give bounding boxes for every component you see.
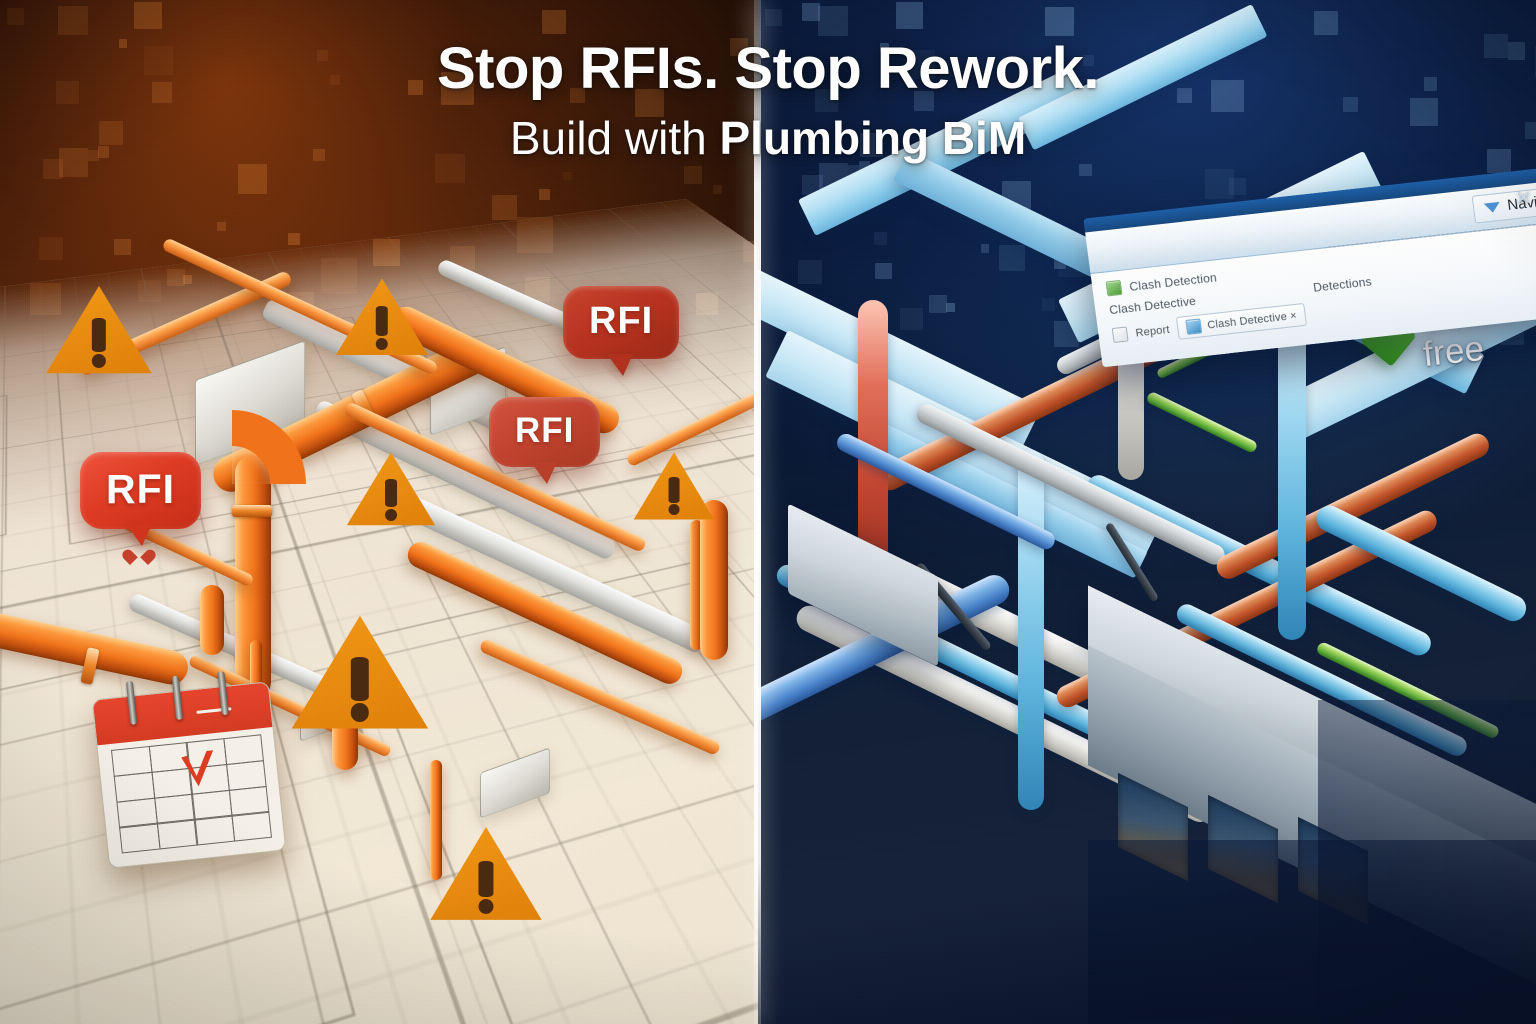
- warning-triangle: [633, 452, 715, 520]
- warning-icon[interactable]: [632, 450, 716, 524]
- toolbar-item-clash-detection[interactable]: Clash Detection: [1128, 269, 1218, 294]
- warning-icon[interactable]: [334, 276, 430, 360]
- document-icon: [1111, 326, 1129, 344]
- warning-icon[interactable]: [428, 824, 544, 926]
- headline-line-1: Stop RFIs. Stop Rework.: [437, 36, 1100, 101]
- exclamation-mark: [668, 476, 680, 515]
- rfi-pin-icon: [130, 551, 148, 567]
- close-icon[interactable]: ×: [1516, 182, 1532, 212]
- warning-triangle: [46, 285, 152, 374]
- ground-shadow: [1318, 700, 1536, 1024]
- warning-triangle: [335, 278, 429, 355]
- headline-sub-light: Build with: [509, 112, 720, 165]
- cyan-pipe: [1018, 450, 1044, 810]
- warning-triangle: [430, 827, 542, 920]
- warning-icon[interactable]: [289, 612, 431, 736]
- rfi-badge-label: RFI: [563, 286, 680, 359]
- exclamation-mark: [375, 306, 389, 351]
- clash-detection-icon: [1105, 279, 1123, 297]
- headline-sub-bold: Plumbing BiM: [719, 112, 1027, 165]
- bim-model: [758, 0, 1536, 1024]
- toolbar-item-clash-detective[interactable]: Clash Detective: [1108, 293, 1197, 318]
- calendar-check-icon: [178, 748, 221, 794]
- clash-detective-chip[interactable]: Clash Detective ×: [1176, 302, 1308, 340]
- calendar-delay-icon[interactable]: [91, 670, 287, 869]
- rfi-badge[interactable]: RFI: [563, 286, 680, 359]
- rfi-badge-label: RFI: [489, 397, 601, 467]
- exclamation-mark: [91, 317, 107, 368]
- exclamation-mark: [385, 478, 397, 521]
- warning-triangle: [346, 452, 436, 526]
- headline-block: Stop RFIs. Stop Rework. Build with Plumb…: [0, 38, 1536, 164]
- rfi-badge-label: RFI: [80, 452, 202, 529]
- orange-pipe: [430, 760, 442, 880]
- chip-icon: [1185, 318, 1203, 335]
- rfi-badge[interactable]: RFI: [489, 397, 601, 467]
- green-pipe: [1145, 390, 1259, 454]
- calendar-body: [91, 681, 287, 869]
- headline-line-2: Build with Plumbing BiM: [0, 113, 1536, 164]
- orange-pipe: [200, 585, 224, 655]
- split-divider: [754, 0, 761, 1024]
- exclamation-mark: [478, 860, 494, 914]
- exclamation-mark: [350, 656, 370, 722]
- warning-icon[interactable]: [44, 283, 154, 379]
- warning-triangle: [291, 615, 429, 729]
- cyan-pipe: [1278, 320, 1306, 640]
- chip-label: Clash Detective ×: [1206, 309, 1298, 332]
- orange-pipe: [690, 520, 703, 650]
- chevron-down-icon: [1483, 201, 1502, 213]
- toolbar-item-detections[interactable]: Detections: [1312, 274, 1373, 295]
- pipe-collar: [232, 505, 272, 517]
- orange-pipe: [700, 500, 728, 660]
- warning-icon[interactable]: [345, 450, 437, 530]
- rfi-badge[interactable]: RFI: [80, 452, 202, 529]
- report-label[interactable]: Report: [1134, 323, 1171, 340]
